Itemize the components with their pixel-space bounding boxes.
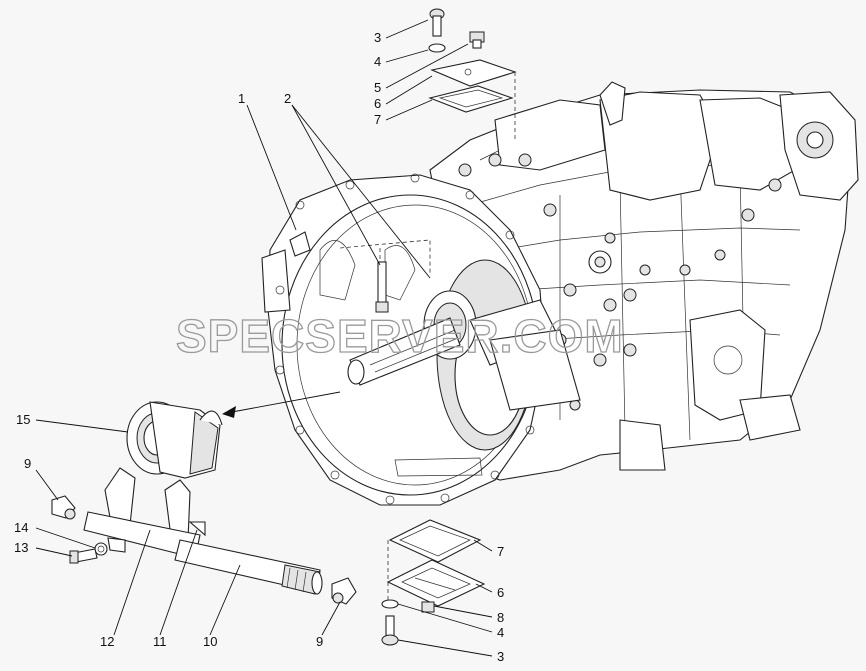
callout-2: 2 (284, 91, 291, 106)
watermark-text: SPECSERVER.COM (176, 310, 624, 362)
callout-4-bottom: 4 (497, 625, 504, 640)
callout-labels: 1 2 3 4 5 6 7 15 9 14 13 12 11 10 9 7 6 … (14, 30, 504, 664)
clutch-housing (261, 173, 546, 506)
callout-9-bottom: 9 (316, 634, 323, 649)
callout-15: 15 (16, 412, 30, 427)
callout-9-left: 9 (24, 456, 31, 471)
callout-6-top: 6 (374, 96, 381, 111)
flange-holes (275, 173, 535, 505)
release-bearing (126, 401, 223, 479)
top-cover-parts (428, 8, 517, 140)
callout-11: 11 (153, 634, 167, 649)
bottom-cover-parts (381, 519, 486, 646)
release-fork (83, 467, 323, 595)
callout-6-bottom: 6 (497, 585, 504, 600)
callout-3-top: 3 (374, 30, 381, 45)
callout-12: 12 (100, 634, 114, 649)
callout-13: 13 (14, 540, 28, 555)
callout-14: 14 (14, 520, 28, 535)
casing-bolts (458, 153, 782, 411)
small-fittings (51, 495, 357, 605)
callout-3-bottom: 3 (497, 649, 504, 664)
direction-arrow (222, 391, 341, 418)
leader-lines (35, 19, 493, 657)
callout-7-top: 7 (374, 112, 381, 127)
callout-5: 5 (374, 80, 381, 95)
callout-8: 8 (497, 610, 504, 625)
callout-10: 10 (203, 634, 217, 649)
callout-4-top: 4 (374, 54, 381, 69)
callout-7-bottom: 7 (497, 544, 504, 559)
input-shaft (347, 290, 581, 411)
callout-1: 1 (238, 91, 245, 106)
